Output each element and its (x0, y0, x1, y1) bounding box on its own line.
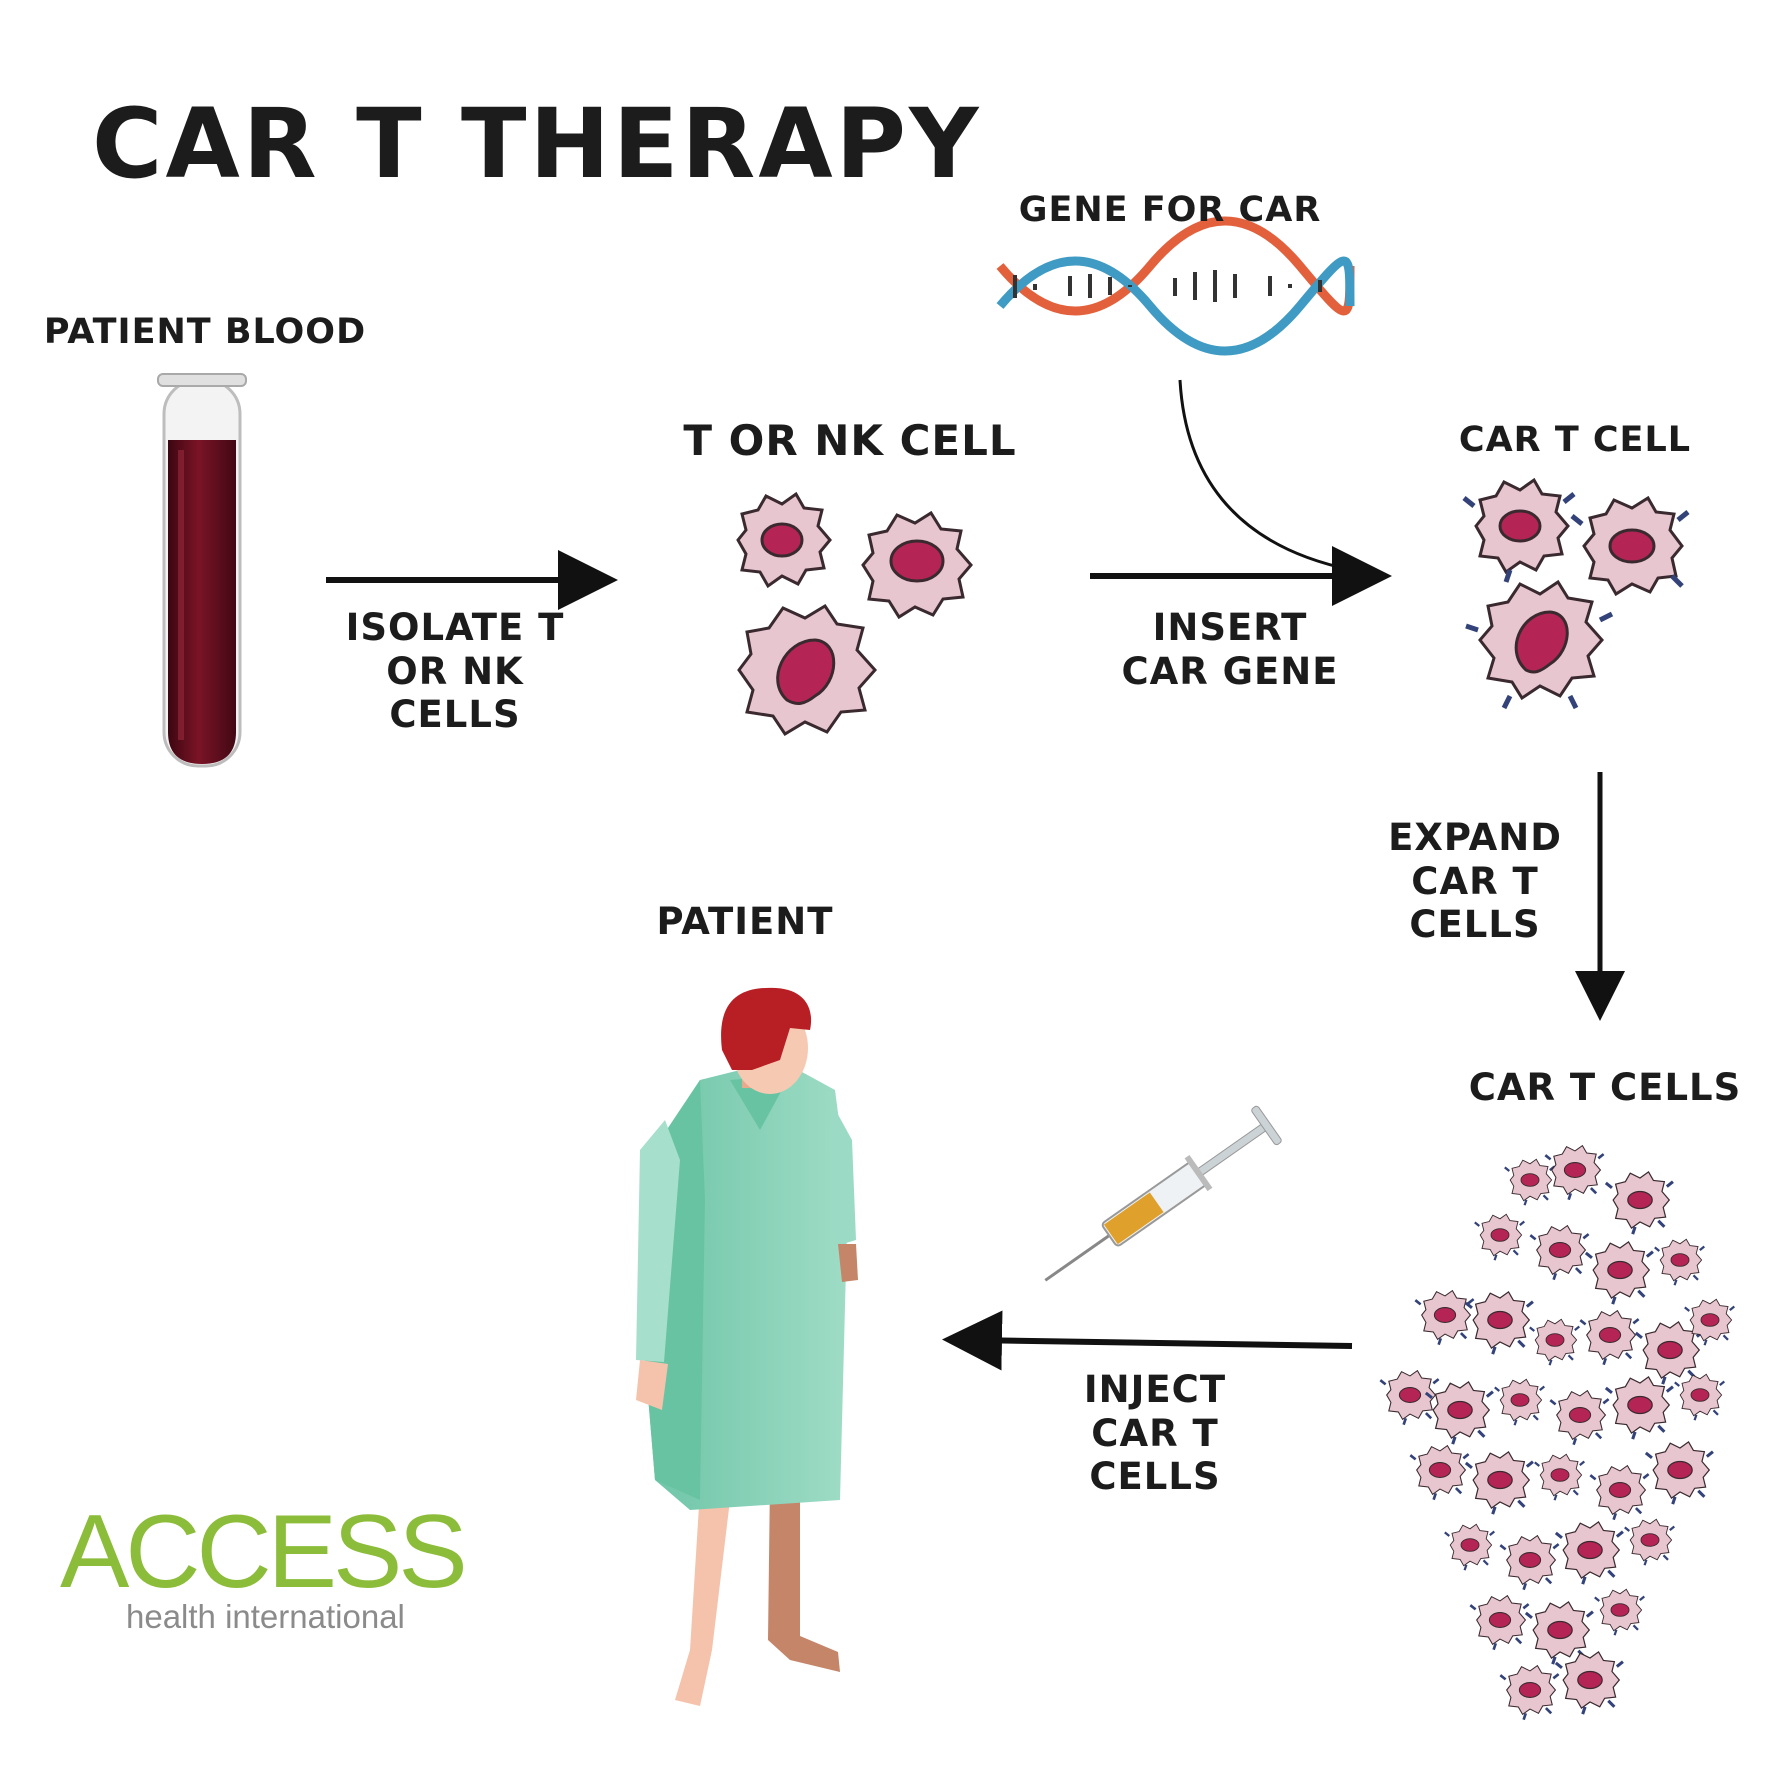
label-t-or-nk-cell: T OR NK CELL (683, 416, 1017, 465)
car-t-cell-small-icon (1529, 1318, 1581, 1366)
car-t-cell-small-icon (1674, 1373, 1726, 1421)
arrow-inject (942, 1310, 1353, 1371)
logo-tagline: health international (126, 1598, 405, 1635)
label-inject-step: INJECT CAR T CELLS (1083, 1368, 1227, 1499)
car-t-cell-small-icon (1624, 1518, 1676, 1566)
car-t-cells-cluster-icon (1379, 1144, 1736, 1721)
car-t-cell-small-icon (1634, 1321, 1704, 1385)
car-t-cell-small-icon (1584, 1241, 1654, 1305)
t-nk-cells-icon (736, 491, 973, 737)
label-patient: PATIENT (656, 900, 834, 943)
car-t-cell-small-icon (1589, 1464, 1650, 1521)
label-car-t-cell: CAR T CELL (1458, 420, 1692, 460)
syringe-icon (1044, 1105, 1282, 1282)
car-t-cell-small-icon (1684, 1298, 1736, 1346)
label-patient-blood: PATIENT BLOOD (43, 312, 367, 352)
dna-helix-icon (996, 216, 1355, 356)
car-t-cell-small-icon (1499, 1664, 1560, 1721)
arrow-gene-curve (1178, 379, 1353, 572)
car-t-cell-small-icon (1494, 1378, 1546, 1426)
car-t-cell-small-icon (1654, 1238, 1706, 1286)
car-t-cell-small-icon (1504, 1158, 1556, 1206)
car-t-cell-small-icon (1549, 1389, 1610, 1446)
car-t-cell-small-icon (1529, 1224, 1590, 1281)
car-t-cell-small-icon (1444, 1523, 1496, 1571)
car-t-cell-small-icon (1644, 1441, 1714, 1505)
label-expand-step: EXPAND CAR T CELLS (1388, 816, 1562, 947)
car-t-cell-small-icon (1474, 1213, 1526, 1261)
car-t-cell-small-icon (1544, 1144, 1605, 1201)
label-insert-step: INSERT CAR GENE (1121, 606, 1339, 693)
access-logo: ACCESS health international (60, 1500, 468, 1650)
car-t-cell-small-icon (1414, 1289, 1475, 1346)
car-t-cell-small-icon (1409, 1444, 1470, 1501)
car-t-cell-small-icon (1464, 1451, 1534, 1515)
logo-wordmark: ACCESS (60, 1494, 468, 1610)
label-isolate-step: ISOLATE T OR NK CELLS (345, 606, 565, 737)
car-t-cell-small-icon (1579, 1309, 1640, 1366)
car-t-cell-small-icon (1594, 1588, 1646, 1636)
car-t-cell-icon (1462, 477, 1690, 710)
label-gene-for-car: GENE FOR CAR (1018, 190, 1322, 230)
patient-figure-icon (636, 987, 858, 1706)
car-t-cell-small-icon (1604, 1376, 1674, 1440)
car-t-cell-small-icon (1554, 1651, 1624, 1715)
car-t-cell-small-icon (1464, 1291, 1534, 1355)
car-t-cell-small-icon (1554, 1521, 1624, 1585)
car-t-cell-small-icon (1534, 1453, 1586, 1501)
car-t-cell-small-icon (1424, 1381, 1494, 1445)
car-t-cell-small-icon (1604, 1171, 1674, 1235)
label-car-t-cells: CAR T CELLS (1468, 1066, 1742, 1109)
car-t-cell-small-icon (1469, 1594, 1530, 1651)
car-t-cell-small-icon (1379, 1369, 1440, 1426)
page-title: CAR T THERAPY (92, 88, 982, 200)
blood-tube-icon (157, 373, 247, 768)
car-t-cell-small-icon (1499, 1534, 1560, 1591)
